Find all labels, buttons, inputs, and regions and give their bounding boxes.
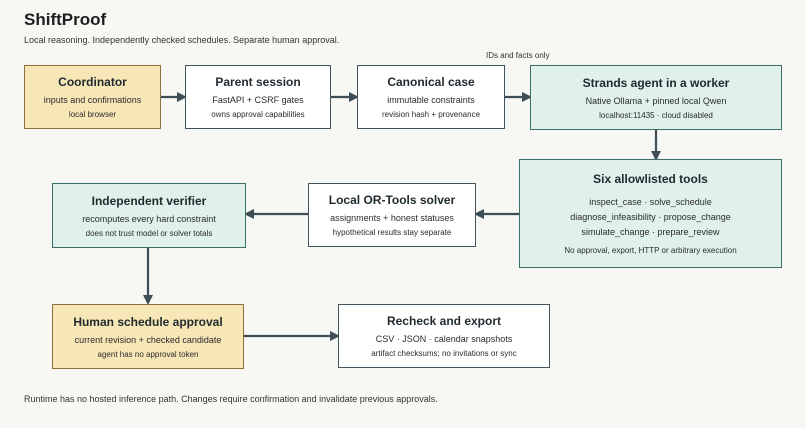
export-line2: artifact checksums; no invitations or sy…: [371, 349, 517, 358]
export-line1: CSV · JSON · calendar snapshots: [375, 334, 513, 344]
approval-node: Human schedule approval current revision…: [52, 304, 244, 369]
tools-note: No approval, export, HTTP or arbitrary e…: [564, 246, 737, 255]
canonical-case-line1: immutable constraints: [387, 95, 475, 105]
coordinator-line1: inputs and confirmations: [43, 95, 142, 105]
tools-row2: diagnose_infeasibility · propose_change: [570, 212, 731, 222]
coordinator-title: Coordinator: [58, 75, 127, 89]
verifier-line1: recomputes every hard constraint: [82, 213, 216, 224]
parent-session-line2: owns approval capabilities: [211, 110, 305, 119]
page-subtitle: Local reasoning. Independently checked s…: [24, 35, 340, 45]
approval-title: Human schedule approval: [73, 314, 223, 329]
solver-line2: hypothetical results stay separate: [332, 228, 452, 237]
canonical-case-line2: revision hash + provenance: [381, 110, 481, 119]
strands-agent-node: Strands agent in a worker Native Ollama …: [530, 65, 782, 130]
coordinator-node: Coordinator inputs and confirmations loc…: [24, 65, 161, 129]
solver-node: Local OR-Tools solver assignments + hone…: [308, 183, 476, 247]
verifier-title: Independent verifier: [91, 193, 207, 208]
tools-row3: simulate_change · prepare_review: [581, 227, 720, 237]
solver-line1: assignments + honest statuses: [330, 213, 454, 223]
parent-session-node: Parent session FastAPI + CSRF gates owns…: [185, 65, 331, 129]
approval-line1: current revision + checked candidate: [74, 334, 222, 345]
approval-line2: agent has no approval token: [97, 349, 199, 359]
footer-note: Runtime has no hosted inference path. Ch…: [24, 394, 438, 404]
export-node: Recheck and export CSV · JSON · calendar…: [338, 304, 550, 368]
verifier-line2: does not trust model or solver totals: [85, 228, 213, 238]
verifier-node: Independent verifier recomputes every ha…: [52, 183, 246, 248]
tools-node: Six allowlisted tools inspect_case · sol…: [519, 159, 782, 268]
strands-agent-line2: localhost:11435 · cloud disabled: [599, 110, 713, 120]
parent-session-line1: FastAPI + CSRF gates: [212, 95, 304, 105]
canonical-case-node: Canonical case immutable constraints rev…: [357, 65, 505, 129]
tools-title: Six allowlisted tools: [593, 172, 708, 186]
parent-session-title: Parent session: [215, 75, 301, 89]
coordinator-line2: local browser: [68, 110, 117, 119]
canonical-case-title: Canonical case: [387, 75, 475, 89]
ids-facts-annotation: IDs and facts only: [486, 51, 550, 60]
strands-agent-line1: Native Ollama + pinned local Qwen: [585, 95, 727, 106]
solver-title: Local OR-Tools solver: [328, 193, 456, 207]
tools-row1: inspect_case · solve_schedule: [589, 197, 712, 207]
strands-agent-title: Strands agent in a worker: [582, 75, 730, 90]
page-title: ShiftProof: [24, 10, 107, 29]
export-title: Recheck and export: [386, 314, 502, 328]
